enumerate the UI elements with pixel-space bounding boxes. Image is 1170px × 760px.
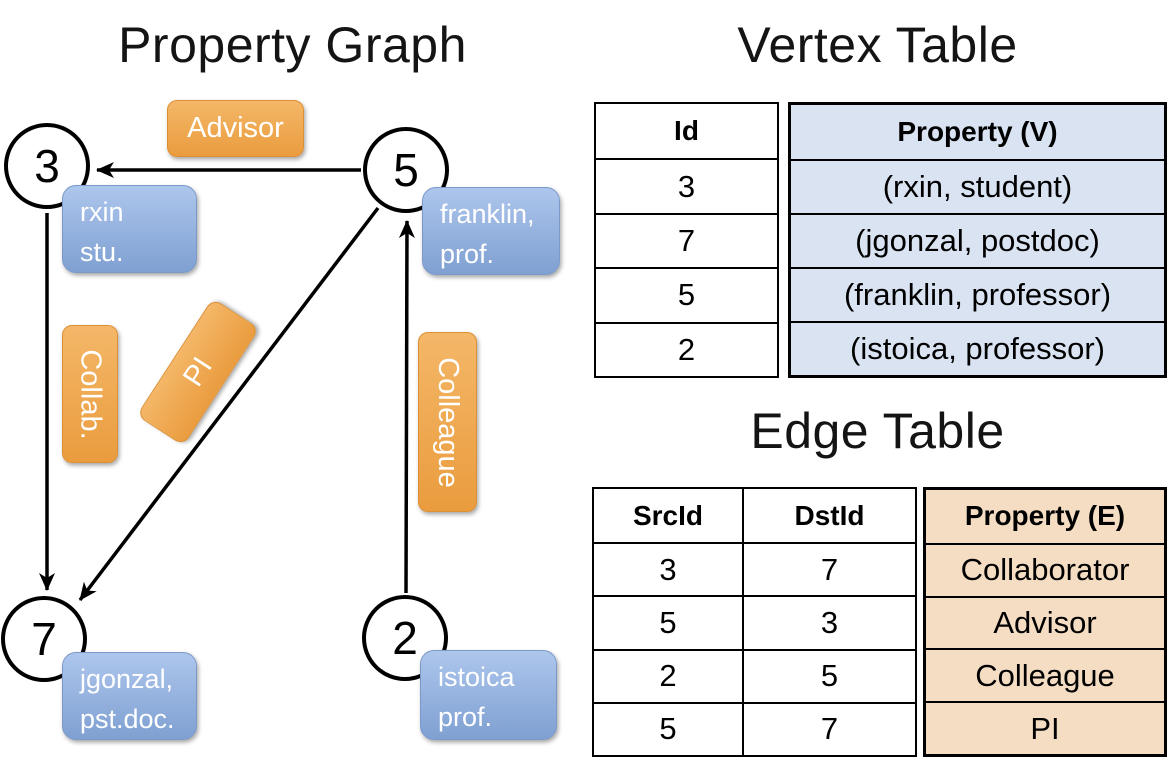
istoica-line2: prof. <box>438 702 493 732</box>
vertex-table-id-column: Id 3 7 5 2 <box>594 102 779 378</box>
table-cell: Colleague <box>926 648 1164 701</box>
table-cell: 3 <box>594 542 742 595</box>
jgonzal-line1: jgonzal, <box>80 664 174 694</box>
rxin-line2: stu. <box>80 237 124 267</box>
table-cell: 7 <box>596 212 777 267</box>
collab-label-text: Collab. <box>74 348 107 440</box>
table-cell: 3 <box>742 595 915 649</box>
node-2-id: 2 <box>392 612 418 664</box>
node-3-id: 3 <box>34 140 60 192</box>
vertex-property-header: Property (V) <box>897 116 1058 147</box>
graph-node-2: 2 <box>362 595 448 681</box>
edge-table: SrcId DstId 3 7 5 3 2 5 5 7 Property (E)… <box>592 487 1167 757</box>
edge-dstid-header: DstId <box>742 489 915 543</box>
edge-table-property-column: Property (E) Collaborator Advisor Collea… <box>923 487 1167 757</box>
table-cell: (rxin, student) <box>791 159 1164 213</box>
edge-srcid-header: SrcId <box>632 499 704 531</box>
rxin-line1: rxin <box>80 197 124 227</box>
table-cell: 7 <box>742 542 915 596</box>
edge-label-collab: Collab. <box>62 325 118 463</box>
edge-property-header: Property (E) <box>964 500 1126 532</box>
property-graph-title: Property Graph <box>118 17 467 73</box>
table-cell: 5 <box>596 267 777 321</box>
table-cell: PI <box>926 701 1164 754</box>
advisor-label-text: Advisor <box>187 112 284 144</box>
edge-label-colleague: Colleague <box>418 332 477 512</box>
vertex-table-property-column: Property (V) (rxin, student) (jgonzal, p… <box>788 102 1167 378</box>
vertex-table: Id 3 7 5 2 Property (V) (rxin, student) … <box>594 102 1167 378</box>
table-cell: (franklin, professor) <box>791 267 1164 321</box>
colleague-label-text: Colleague <box>432 356 465 488</box>
edge-table-title: Edge Table <box>750 403 1005 459</box>
franklin-line2: prof. <box>440 239 495 269</box>
pi-label-text: PI <box>176 351 219 392</box>
vertex-box-jgonzal: jgonzal, pst.doc. <box>62 652 197 740</box>
jgonzal-line2: pst.doc. <box>80 704 175 734</box>
vertex-box-istoica: istoica prof. <box>420 650 557 740</box>
vertex-box-franklin: franklin, prof. <box>422 187 560 275</box>
edge-table-id-columns: SrcId DstId 3 7 5 3 2 5 5 7 <box>592 487 917 757</box>
edge-5-to-7-pi <box>78 206 380 602</box>
table-cell: (jgonzal, postdoc) <box>791 213 1164 267</box>
table-cell: 5 <box>594 701 742 755</box>
node-7-id: 7 <box>31 613 57 665</box>
table-cell: 2 <box>596 321 777 376</box>
istoica-line1: istoica <box>438 662 515 692</box>
table-cell: (istoica, professor) <box>791 321 1164 375</box>
table-cell: 7 <box>742 701 915 755</box>
vertex-id-header: Id <box>674 115 699 147</box>
table-cell: Advisor <box>926 595 1164 649</box>
franklin-line1: franklin, <box>440 199 535 229</box>
table-cell: 3 <box>596 158 777 212</box>
edge-2-to-5-colleague <box>398 220 415 594</box>
vertex-box-rxin: rxin stu. <box>62 185 197 273</box>
table-cell: Collaborator <box>926 542 1164 596</box>
vertex-table-title: Vertex Table <box>737 17 1018 73</box>
table-cell: 5 <box>742 648 915 702</box>
graph-edges <box>39 162 415 602</box>
table-cell: 2 <box>594 648 742 702</box>
edge-label-advisor: Advisor <box>167 100 304 157</box>
table-cell: 5 <box>594 595 742 648</box>
node-5-id: 5 <box>393 144 419 196</box>
